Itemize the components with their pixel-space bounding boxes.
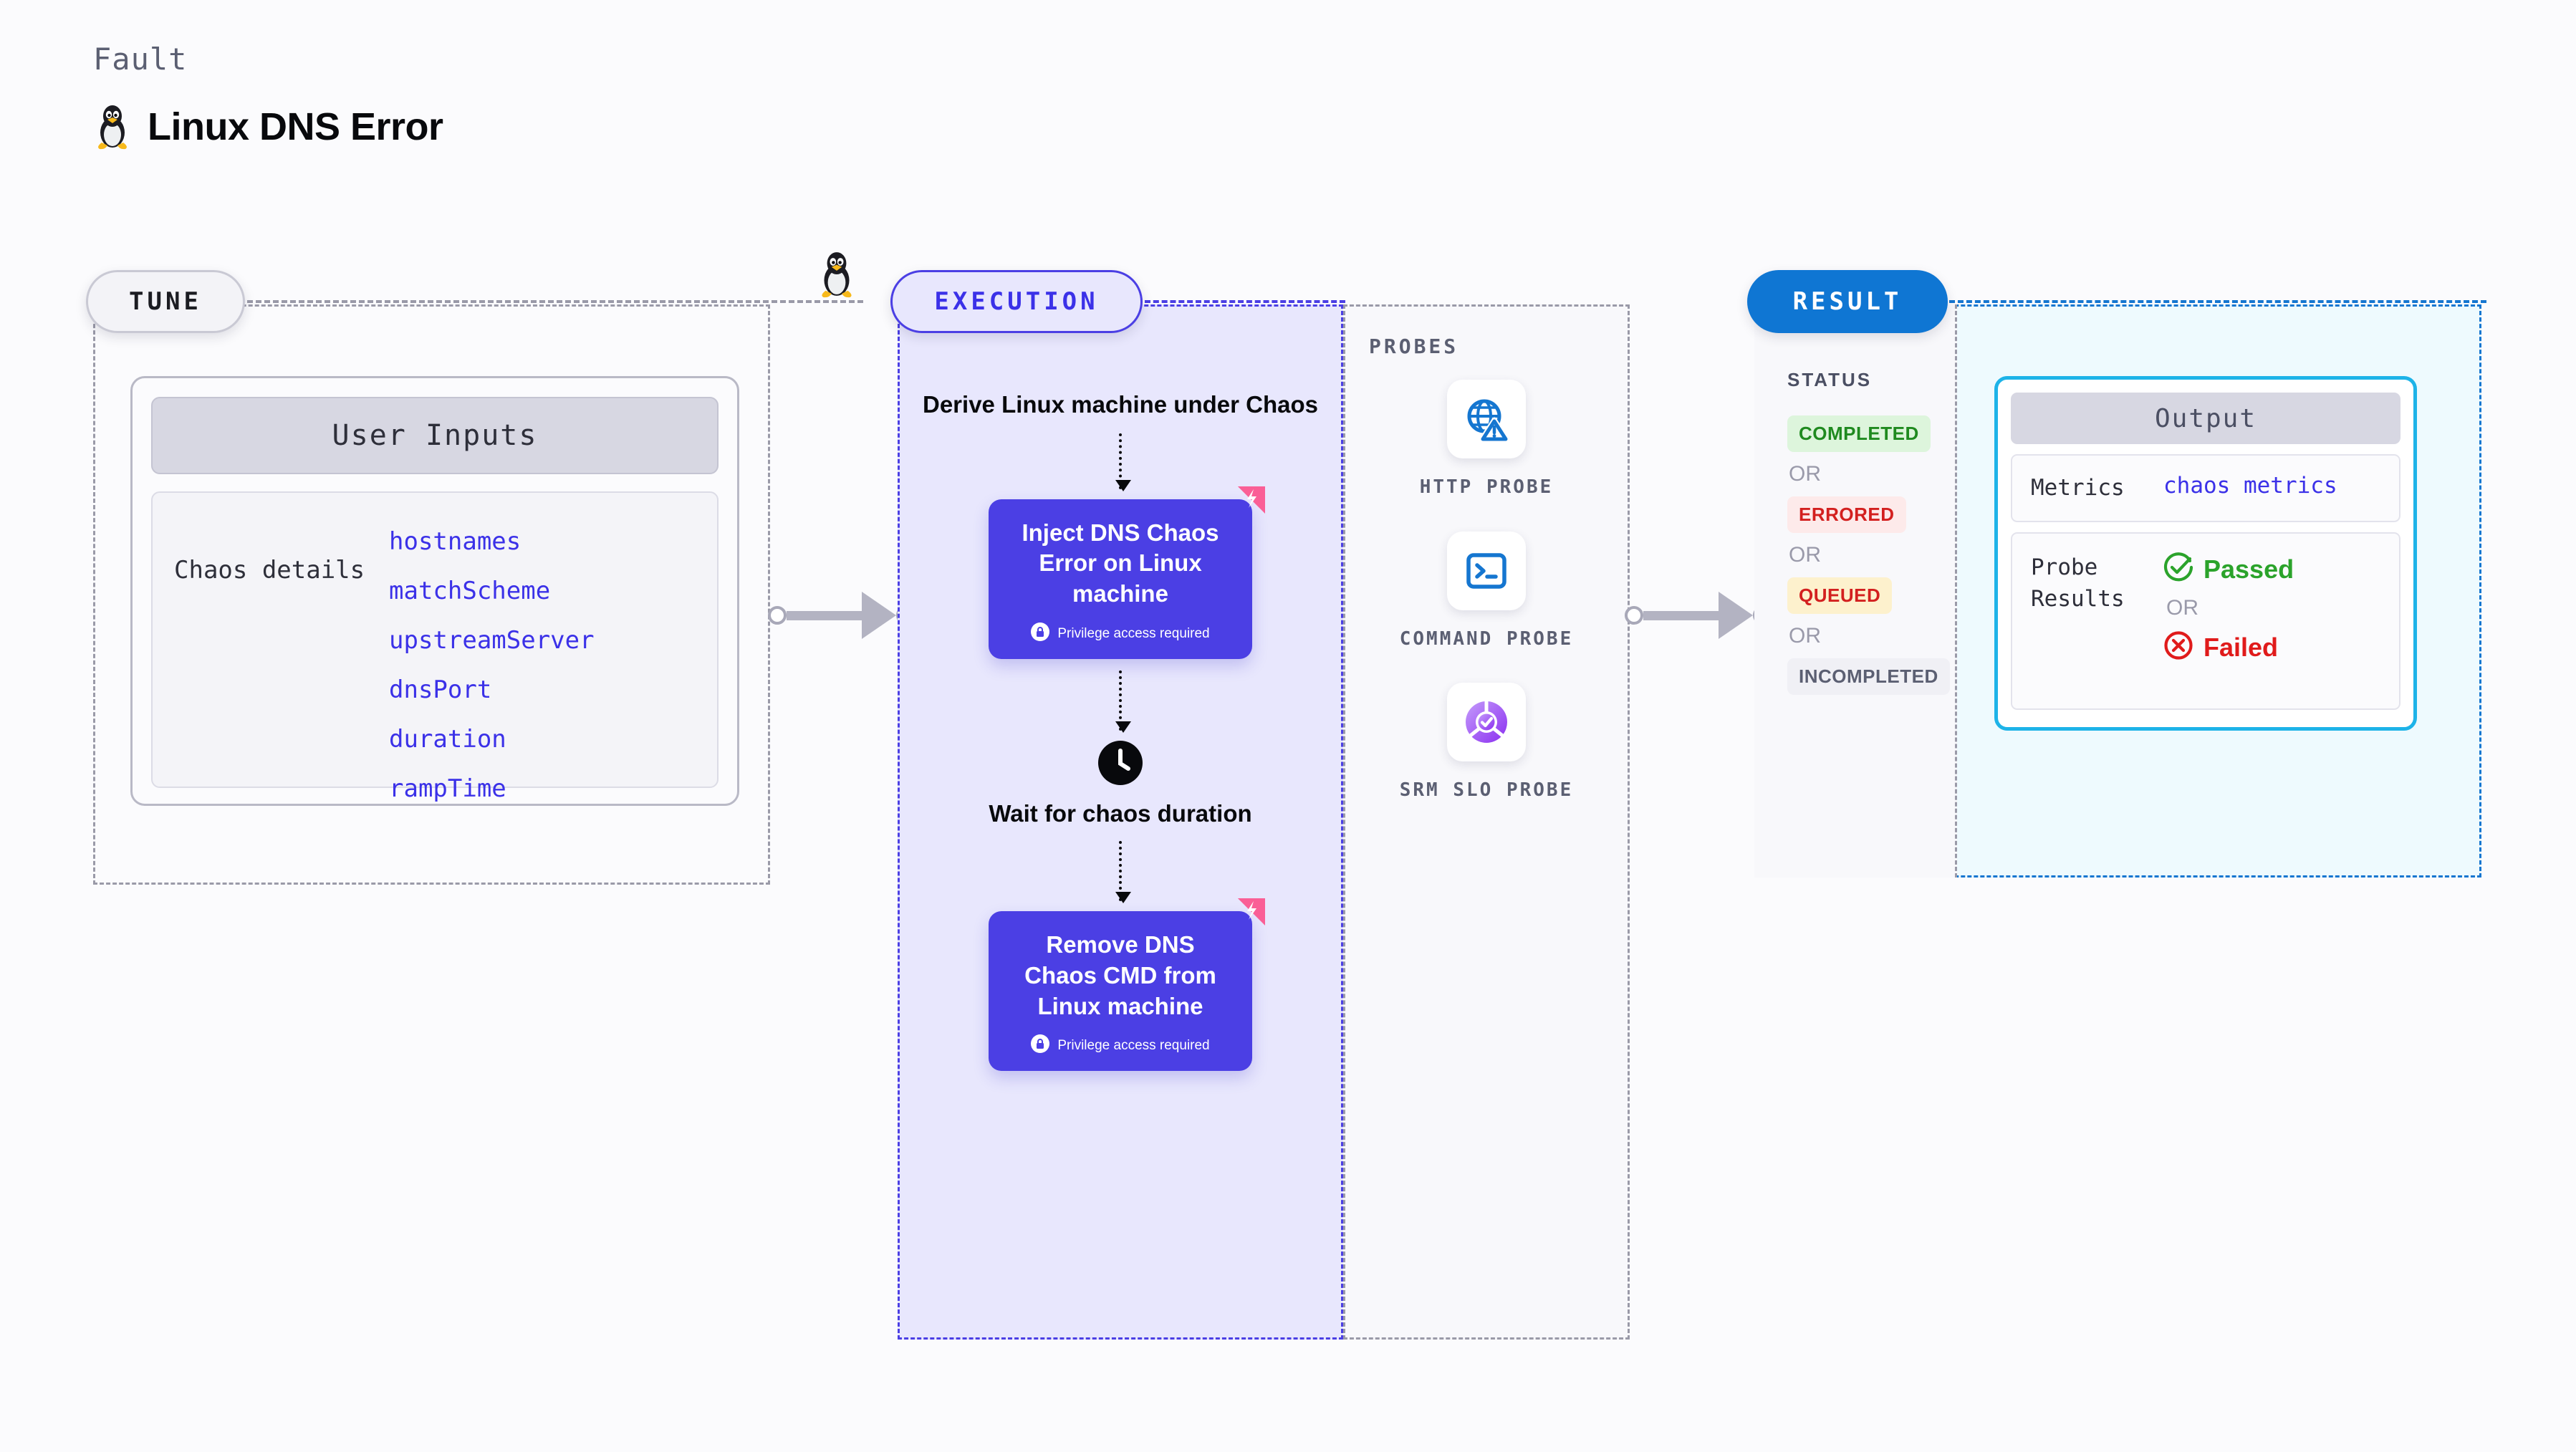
user-inputs-card: User Inputs Chaos details hostnames matc… — [130, 376, 739, 806]
param-upstreamserver[interactable]: upstreamServer — [389, 626, 595, 655]
probe-item-http[interactable]: HTTP PROBE — [1420, 380, 1554, 501]
param-dnsport[interactable]: dnsPort — [389, 675, 492, 704]
result-panel: STATUS COMPLETED OR ERRORED OR QUEUED OR… — [1747, 270, 2486, 878]
probe-results-values: Passed OR Failed — [2163, 552, 2294, 691]
metrics-value[interactable]: chaos metrics — [2163, 473, 2337, 499]
status-badge-errored: ERRORED — [1787, 496, 1906, 533]
flow-caption-wait: Wait for chaos duration — [989, 800, 1252, 827]
tune-panel: TUNE User Inputs Chaos details hostnames… — [86, 252, 863, 885]
connector-line — [787, 610, 862, 620]
param-duration[interactable]: duration — [389, 725, 506, 754]
probe-item-srm-slo[interactable]: SRM SLO PROBE — [1400, 683, 1574, 804]
flow-arrow-2 — [1115, 670, 1131, 734]
failed-label: Failed — [2203, 632, 2279, 662]
terminal-icon — [1447, 531, 1526, 610]
chaos-details-label: Chaos details — [174, 556, 365, 585]
status-badge-completed: COMPLETED — [1787, 415, 1931, 452]
chaos-node-remove[interactable]: Remove DNS Chaos CMD from Linux machine … — [989, 898, 1265, 1072]
slo-donut-check-icon — [1447, 683, 1526, 762]
globe-warning-icon — [1446, 380, 1526, 458]
probe-result-failed: Failed — [2163, 630, 2294, 664]
privilege-row: Privilege access required — [1007, 622, 1234, 645]
status-or-label: OR — [1789, 462, 1821, 486]
param-hostnames[interactable]: hostnames — [389, 527, 522, 556]
fault-kicker: Fault — [93, 42, 188, 77]
execution-dashed-top-line — [1145, 300, 1345, 303]
probes-label: PROBES — [1369, 335, 1459, 358]
passed-label: Passed — [2203, 554, 2294, 584]
flow-arrow-3 — [1115, 840, 1131, 903]
status-list: COMPLETED OR ERRORED OR QUEUED OR INCOMP… — [1787, 415, 1950, 695]
tune-linux-tux-icon — [817, 251, 857, 298]
tune-pill[interactable]: TUNE — [86, 270, 245, 333]
probes-list: HTTP PROBE COMMAND PROBE — [1343, 380, 1630, 804]
probes-panel-border — [1343, 304, 1630, 1340]
privilege-text: Privilege access required — [1057, 1037, 1210, 1053]
probe-name: HTTP PROBE — [1419, 476, 1554, 498]
connector-line — [1643, 610, 1719, 620]
linux-tux-icon — [93, 104, 132, 150]
user-inputs-header: User Inputs — [151, 397, 719, 474]
output-header: Output — [2011, 393, 2400, 444]
output-row-metrics: Metrics chaos metrics — [2011, 454, 2400, 523]
lock-icon — [1031, 622, 1050, 645]
result-dashed-top-line — [1949, 300, 2486, 303]
execution-pill[interactable]: EXECUTION — [890, 270, 1143, 333]
tune-dashed-top-line — [247, 300, 863, 303]
execution-panel: EXECUTION Derive Linux machine under Cha… — [890, 270, 1345, 1340]
probe-result-or-label: OR — [2166, 596, 2198, 620]
connector-arrowhead — [1719, 592, 1753, 639]
flow-arrow-1 — [1115, 433, 1131, 491]
status-column: STATUS COMPLETED OR ERRORED OR QUEUED OR… — [1754, 304, 1957, 878]
clock-icon — [1098, 741, 1143, 786]
connector-tune-to-execution — [768, 592, 915, 639]
param-ramptime[interactable]: rampTime — [389, 774, 506, 803]
flow-caption-derive: Derive Linux machine under Chaos — [923, 391, 1318, 418]
execution-flow: Derive Linux machine under Chaos Inject … — [898, 389, 1343, 1072]
status-badge-incompleted: INCOMPLETED — [1787, 658, 1950, 695]
connector-probes-to-result — [1625, 592, 1772, 639]
probe-item-command[interactable]: COMMAND PROBE — [1399, 531, 1574, 653]
output-card: Output Metrics chaos metrics Probe Resul… — [1994, 376, 2417, 731]
probe-name: COMMAND PROBE — [1399, 628, 1574, 650]
chaos-details-param-list: hostnames matchScheme upstreamServer dns… — [389, 523, 595, 803]
page-header: Fault Linux DNS Error — [93, 42, 443, 150]
connector-start-dot — [768, 606, 787, 625]
metrics-label: Metrics — [2031, 475, 2125, 501]
chaos-details-box: Chaos details hostnames matchScheme upst… — [151, 491, 719, 803]
output-row-probe-results: Probe Results Passed OR — [2011, 532, 2400, 711]
probe-name: SRM SLO PROBE — [1399, 779, 1574, 802]
status-badge-queued: QUEUED — [1787, 577, 1893, 614]
status-or-label: OR — [1789, 624, 1821, 648]
param-matchscheme[interactable]: matchScheme — [389, 577, 551, 605]
probe-result-passed: Passed — [2163, 552, 2294, 586]
check-circle-icon — [2163, 552, 2193, 586]
x-circle-icon — [2163, 630, 2193, 664]
lock-icon — [1031, 1034, 1050, 1057]
probes-panel: PROBES HTTP PROBE — [1343, 304, 1630, 1340]
litmus-chaos-badge-icon — [1235, 895, 1268, 932]
connector-arrowhead — [862, 592, 896, 639]
result-pill[interactable]: RESULT — [1747, 270, 1948, 333]
status-label: STATUS — [1787, 369, 1873, 390]
privilege-text: Privilege access required — [1057, 625, 1210, 641]
chaos-node-inject[interactable]: Inject DNS Chaos Error on Linux machine … — [989, 486, 1265, 660]
privilege-row: Privilege access required — [1007, 1034, 1234, 1057]
chaos-node-title: Inject DNS Chaos Error on Linux machine — [1022, 519, 1219, 607]
connector-start-dot — [1625, 606, 1643, 625]
probe-results-label: Probe Results — [2031, 554, 2125, 612]
chaos-node-title: Remove DNS Chaos CMD from Linux machine — [1024, 931, 1216, 1019]
litmus-chaos-badge-icon — [1235, 484, 1268, 520]
page-title: Linux DNS Error — [148, 105, 443, 148]
fault-title-row: Linux DNS Error — [93, 104, 443, 150]
status-or-label: OR — [1789, 543, 1821, 567]
